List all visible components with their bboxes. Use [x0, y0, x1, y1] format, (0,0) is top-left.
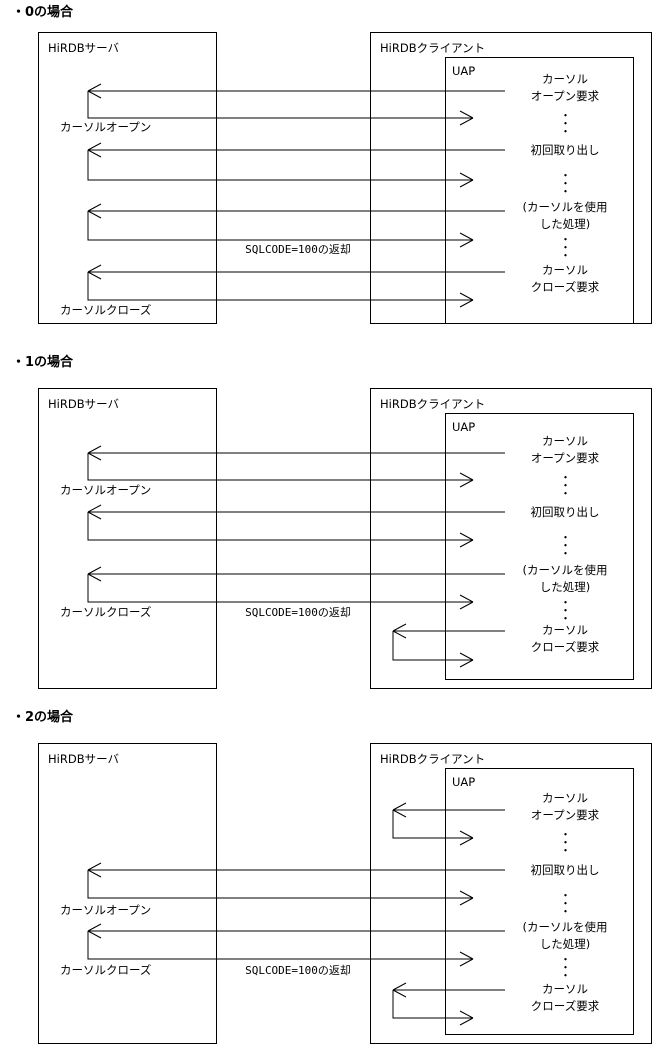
label-line: 初回取り出し — [530, 863, 600, 877]
case-0-client-box-label: HiRDBクライアント — [380, 41, 486, 55]
label-line: オープン要求 — [530, 808, 600, 822]
label-line: クローズ要求 — [530, 999, 600, 1013]
label-line: カーソル — [542, 434, 588, 448]
case-2-ellipsis-2: ・・・ — [560, 889, 571, 918]
case-0-step-3-label: (カーソルを使用 した処理) — [523, 199, 608, 233]
label-line: カーソル — [542, 263, 588, 277]
case-1-title: ・1の場合 — [12, 355, 74, 370]
case-1-step-2-label: 初回取り出し — [531, 505, 600, 519]
case-0-uap-box-label: UAP — [452, 64, 476, 78]
case-2-section: ・2の場合 HiRDBサーバ HiRDBクライアント UAP カーソルオープン … — [0, 705, 658, 1051]
case-0-step-1-label: カーソル オープン要求 — [531, 71, 599, 105]
label-line: クローズ要求 — [530, 280, 600, 294]
case-0-step-4-label: カーソル クローズ要求 — [531, 262, 599, 296]
label-line: (カーソルを使用 — [522, 200, 608, 214]
case-0-ellipsis-2: ・・・ — [560, 169, 571, 198]
case-1-sqlcode-note: SQLCODE=100の返却 — [245, 606, 351, 619]
label-line: 初回取り出し — [530, 505, 600, 519]
label-line: カーソル — [542, 982, 588, 996]
label-line: した処理) — [539, 580, 591, 594]
case-2-sqlcode-note: SQLCODE=100の返却 — [245, 964, 351, 977]
case-2-server-note-close: カーソルクローズ — [60, 963, 152, 977]
case-2-ellipsis-3: ・・・ — [560, 953, 571, 982]
label-line: (カーソルを使用 — [522, 563, 608, 577]
case-1-step-1-label: カーソル オープン要求 — [531, 433, 599, 467]
case-1-client-box-label: HiRDBクライアント — [380, 397, 486, 411]
case-2-server-note-open: カーソルオープン — [60, 903, 152, 917]
case-1-section: ・1の場合 HiRDBサーバ HiRDBクライアント UAP カーソルオープン … — [0, 350, 658, 705]
case-0-section: ・0の場合 HiRDBサーバ HiRDBクライアント UAP カーソルオープン … — [0, 0, 658, 345]
case-0-server-box-label: HiRDBサーバ — [48, 41, 119, 55]
case-2-diagram — [38, 743, 652, 1044]
case-2-step-1-label: カーソル オープン要求 — [531, 790, 599, 824]
case-1-server-note-close: カーソルクローズ — [60, 605, 152, 619]
label-line: カーソル — [542, 623, 588, 637]
case-1-step-3-label: (カーソルを使用 した処理) — [523, 562, 608, 596]
case-1-diagram — [38, 388, 652, 689]
case-2-uap-box-label: UAP — [452, 775, 476, 789]
case-0-ellipsis-1: ・・・ — [560, 109, 571, 138]
case-1-step-4-label: カーソル クローズ要求 — [531, 622, 599, 656]
case-1-ellipsis-1: ・・・ — [560, 471, 571, 500]
label-line: クローズ要求 — [530, 640, 600, 654]
case-2-title: ・2の場合 — [12, 710, 74, 725]
case-1-uap-box-label: UAP — [452, 420, 476, 434]
case-1-server-box-label: HiRDBサーバ — [48, 397, 119, 411]
case-2-step-2-label: 初回取り出し — [531, 863, 600, 877]
case-0-sqlcode-note: SQLCODE=100の返却 — [245, 243, 351, 256]
case-1-server-note-open: カーソルオープン — [60, 483, 152, 497]
label-line: カーソル — [542, 791, 588, 805]
case-1-ellipsis-2: ・・・ — [560, 531, 571, 560]
label-line: カーソル — [542, 72, 588, 86]
case-0-ellipsis-3: ・・・ — [560, 233, 571, 262]
label-line: オープン要求 — [530, 451, 600, 465]
label-line: した処理) — [539, 937, 591, 951]
label-line: (カーソルを使用 — [522, 920, 608, 934]
case-2-server-box-label: HiRDBサーバ — [48, 752, 119, 766]
case-0-title: ・0の場合 — [12, 5, 74, 20]
case-1-ellipsis-3: ・・・ — [560, 596, 571, 625]
case-2-step-3-label: (カーソルを使用 した処理) — [523, 919, 608, 953]
label-line: オープン要求 — [530, 89, 600, 103]
case-2-ellipsis-1: ・・・ — [560, 828, 571, 857]
case-0-server-note-close: カーソルクローズ — [60, 303, 152, 317]
case-2-step-4-label: カーソル クローズ要求 — [531, 981, 599, 1015]
label-line: 初回取り出し — [530, 143, 600, 157]
case-0-server-note-open: カーソルオープン — [60, 120, 152, 134]
label-line: した処理) — [539, 217, 591, 231]
case-2-client-box-label: HiRDBクライアント — [380, 752, 486, 766]
case-0-diagram — [38, 32, 652, 324]
case-0-step-2-label: 初回取り出し — [531, 143, 600, 157]
